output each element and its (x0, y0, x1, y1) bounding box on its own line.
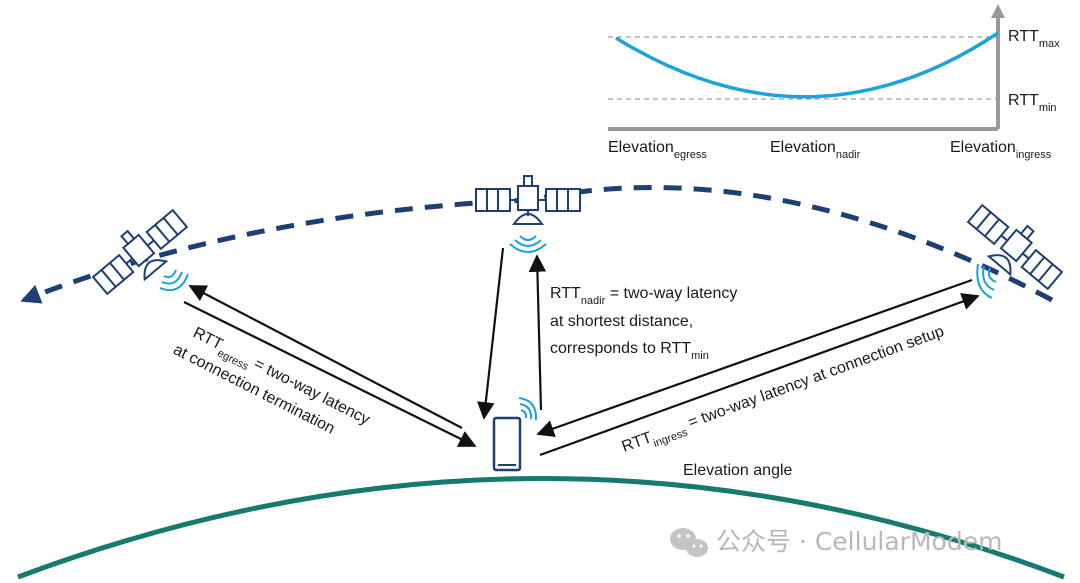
elevation-egress-label: Elevation (608, 139, 674, 156)
elevation-egress-sub: egress (674, 149, 708, 161)
arrow-ingress-down (536, 278, 973, 437)
elevation-ingress-label: Elevation (950, 139, 1016, 156)
elevation-ingress-sub: ingress (1016, 149, 1052, 161)
svg-text:RTTmax: RTTmax (1008, 28, 1060, 50)
rtt-max-label: RTT (1008, 28, 1039, 45)
arrow-nadir-down (477, 247, 505, 420)
svg-text:Elevationingress: Elevationingress (950, 139, 1052, 161)
elevation-angle-label: Elevation angle (683, 462, 793, 479)
svg-text:Elevationnadir: Elevationnadir (770, 139, 861, 161)
arrow-nadir-up (528, 254, 547, 411)
smartphone-icon (492, 416, 522, 472)
graph-y-axis-arrowhead (991, 4, 1005, 18)
elevation-nadir-sub: nadir (836, 149, 861, 161)
rtt-curve (615, 31, 999, 99)
ingress-rtt-sub: ingress (652, 426, 690, 450)
satellite-ingress-icon (966, 203, 1064, 291)
nadir-rtt-desc: = two-way latency (605, 285, 737, 302)
svg-text:corresponds to RTTmin: corresponds to RTTmin (550, 340, 709, 362)
rtt-min-sub: min (1039, 102, 1057, 114)
signal-waves-nadir-icon (509, 235, 547, 253)
ingress-rtt-desc: = two-way latency at connection setup (682, 323, 947, 433)
satellite-egress-icon (91, 208, 189, 296)
svg-text:RTTmin: RTTmin (1008, 92, 1057, 114)
ingress-rtt-label: RTT (620, 429, 655, 456)
svg-text:Elevationegress: Elevationegress (608, 139, 707, 161)
satellite-nadir-icon (475, 175, 581, 225)
earth-surface (17, 476, 1065, 580)
nadir-line2: at shortest distance, (550, 313, 693, 330)
watermark-text: 公众号 · CellularModem (716, 527, 1002, 556)
nadir-rtt-label: RTT (550, 285, 581, 302)
egress-annotation: RTTegress = two-way latency at connectio… (170, 324, 372, 437)
wechat-icon (670, 528, 708, 557)
elevation-nadir-label: Elevation (770, 139, 836, 156)
nadir-rtt-sub: nadir (581, 295, 606, 307)
signal-waves-egress-icon (159, 269, 189, 292)
rtt-min-label: RTT (1008, 92, 1039, 109)
arrow-ingress-up (539, 293, 980, 457)
signal-waves-ingress-icon (976, 263, 997, 299)
rtt-max-sub: max (1039, 38, 1060, 50)
signal-waves-phone-icon (518, 397, 538, 421)
svg-text:RTTnadir = two-way latency: RTTnadir = two-way latency (550, 285, 737, 307)
rtt-graph: RTTmax RTTmin Elevationegress Elevationn… (608, 4, 1060, 161)
arrow-egress-up (188, 285, 463, 429)
nadir-line3: corresponds to RTT (550, 340, 691, 357)
nadir-line3-sub: min (691, 350, 709, 362)
arrow-egress-down (183, 301, 477, 447)
